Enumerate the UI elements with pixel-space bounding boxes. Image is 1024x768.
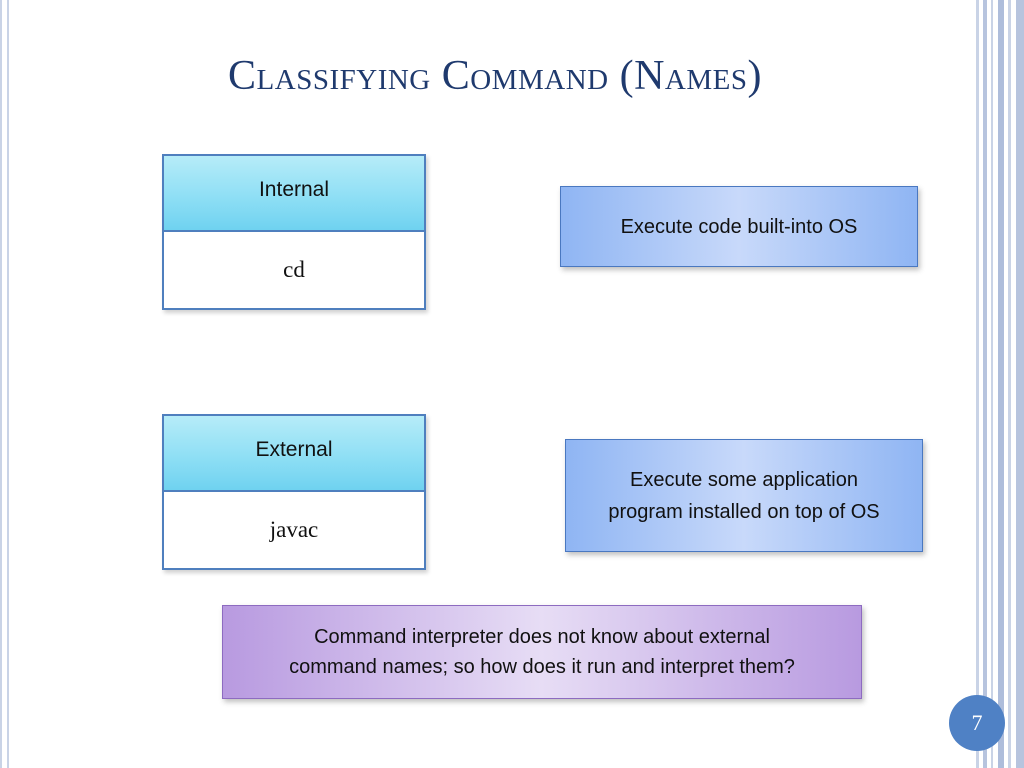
external-description-box: Execute some application program install…	[565, 439, 923, 552]
external-command-box: External javac	[162, 414, 426, 570]
external-header: External	[164, 416, 424, 492]
slide-title: Classifying Command (Names)	[228, 53, 762, 99]
slide-frame-right	[976, 0, 1024, 768]
external-description-line-1: Execute some application	[630, 468, 858, 491]
internal-command-box: Internal cd	[162, 154, 426, 310]
internal-description: Execute code built-into OS	[620, 215, 858, 238]
internal-header: Internal	[164, 156, 424, 232]
page-number-badge: 7	[949, 695, 1005, 751]
note-line-1: Command interpreter does not know about …	[314, 626, 770, 648]
note-line-2: command names; so how does it run and in…	[289, 656, 795, 678]
external-example: javac	[269, 517, 319, 542]
internal-description-box: Execute code built-into OS	[560, 186, 918, 267]
external-description-line-2: program installed on top of OS	[608, 500, 880, 523]
internal-example: cd	[283, 257, 305, 282]
slide-frame-left	[0, 0, 10, 768]
interpreter-note-box: Command interpreter does not know about …	[222, 605, 862, 699]
